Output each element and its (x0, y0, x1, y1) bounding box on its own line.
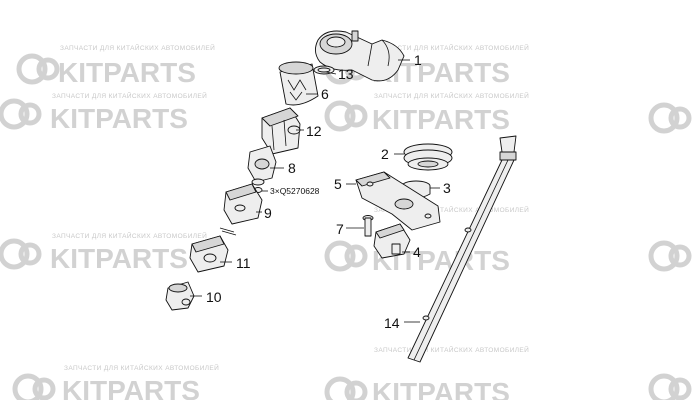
callout-1: 1 (414, 52, 422, 68)
callout-13: 13 (338, 66, 354, 82)
watermark-logo-edge (648, 240, 692, 272)
part-12-housing (261, 107, 301, 155)
part-4-block (373, 223, 411, 259)
watermark-row-4b: KITPARTS ЗАПЧАСТИ ДЛЯ КИТАЙСКИХ АВТОМОБИ… (324, 345, 529, 400)
callout-8: 8 (288, 160, 296, 176)
watermark-logo-icon (324, 240, 368, 272)
watermark-brand: KITPARTS (50, 243, 188, 274)
watermark-row-2: KITPARTS ЗАПЧАСТИ ДЛЯ КИТАЙСКИХ АВТОМОБИ… (0, 91, 207, 134)
watermark-brand: KITPARTS (58, 57, 196, 88)
watermark-logo-edge (648, 102, 692, 134)
watermark-brand: KITPARTS (372, 104, 510, 135)
watermark-tagline: ЗАПЧАСТИ ДЛЯ КИТАЙСКИХ АВТОМОБИЛЕЙ (52, 91, 207, 100)
part-6-spring-seat (278, 61, 319, 106)
watermark-logo-icon (0, 238, 42, 270)
watermark-tagline: ЗАПЧАСТИ ДЛЯ КИТАЙСКИХ АВТОМОБИЛЕЙ (374, 43, 529, 52)
leader-13 (325, 71, 337, 75)
part-7-bolt (362, 215, 374, 237)
part-14-rod (407, 135, 517, 363)
watermark-logo-icon (324, 376, 368, 400)
watermark-row-3: KITPARTS ЗАПЧАСТИ ДЛЯ КИТАЙСКИХ АВТОМОБИ… (0, 231, 207, 274)
part-11-saddle (189, 235, 229, 273)
watermark-tagline: ЗАПЧАСТИ ДЛЯ КИТАЙСКИХ АВТОМОБИЛЕЙ (374, 205, 529, 214)
callout-10: 10 (206, 289, 222, 305)
callout-6: 6 (321, 86, 329, 102)
callout-9: 9 (264, 205, 272, 221)
part-5-mount-plate (355, 171, 441, 231)
watermark-logo-edge (648, 373, 692, 400)
watermark-row-4: KITPARTS ЗАПЧАСТИ ДЛЯ КИТАЙСКИХ АВТОМОБИ… (12, 363, 219, 400)
watermark-brand: KITPARTS (50, 103, 188, 134)
watermark-brand: KITPARTS (372, 377, 510, 400)
callout-5: 5 (334, 176, 342, 192)
watermark-row-2b: KITPARTS ЗАПЧАСТИ ДЛЯ КИТАЙСКИХ АВТОМОБИ… (324, 91, 529, 135)
part-1-lever-housing (315, 30, 405, 82)
callout-14: 14 (384, 315, 400, 331)
callout-11: 11 (236, 255, 251, 271)
watermark-logo-icon (16, 53, 60, 85)
watermark-tagline: ЗАПЧАСТИ ДЛЯ КИТАЙСКИХ АВТОМОБИЛЕЙ (52, 231, 207, 240)
part-8-pivot (247, 145, 277, 186)
watermark-tagline: ЗАПЧАСТИ ДЛЯ КИТАЙСКИХ АВТОМОБИЛЕЙ (374, 91, 529, 100)
part-9-bracket (223, 183, 263, 225)
callout-12: 12 (306, 123, 322, 139)
callout-3: 3 (443, 180, 451, 196)
watermark-logo-icon (0, 98, 42, 130)
part-13-ring (313, 65, 335, 75)
watermark-tagline: ЗАПЧАСТИ ДЛЯ КИТАЙСКИХ АВТОМОБИЛЕЙ (64, 363, 219, 372)
callout-4: 4 (413, 244, 421, 260)
watermark-logo-icon (12, 373, 56, 400)
watermark-tagline: ЗАПЧАСТИ ДЛЯ КИТАЙСКИХ АВТОМОБИЛЕЙ (374, 345, 529, 354)
callout-2: 2 (381, 146, 389, 162)
part-clip (219, 227, 237, 236)
callout-note: 3×Q5270628 (270, 186, 320, 196)
watermark-tagline: ЗАПЧАСТИ ДЛЯ КИТАЙСКИХ АВТОМОБИЛЕЙ (60, 43, 215, 52)
part-10-bushing (165, 281, 195, 311)
watermark-brand: KITPARTS (62, 375, 200, 400)
watermark-logo-icon (324, 100, 368, 132)
watermark-row-1: KITPARTS ЗАПЧАСТИ ДЛЯ КИТАЙСКИХ АВТОМОБИ… (16, 43, 215, 88)
part-2-seal (403, 143, 453, 171)
callout-7: 7 (336, 221, 344, 237)
